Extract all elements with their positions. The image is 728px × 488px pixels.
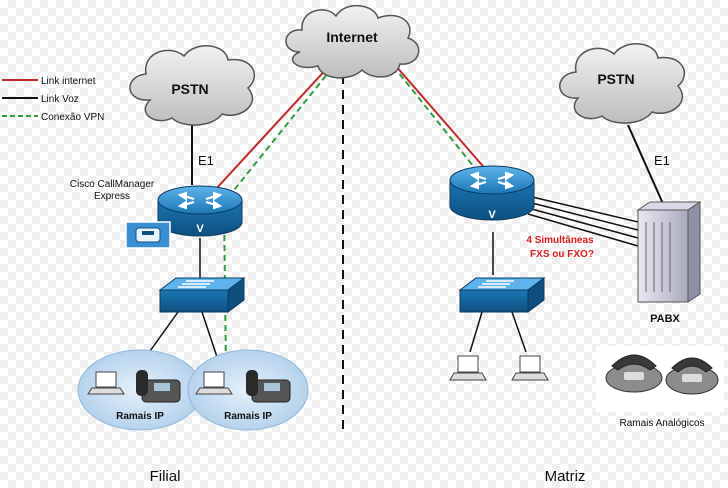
laptop-icon xyxy=(195,371,233,395)
fxs-fxo-note-line2: FXS ou FXO? xyxy=(530,249,594,260)
ramais-ip-site-2: Ramais IP xyxy=(187,349,309,431)
cme-label-line2: Express xyxy=(94,191,130,202)
e1-left-label: E1 xyxy=(198,153,214,168)
matriz-router-letter: V xyxy=(488,209,496,221)
laptop-icon xyxy=(519,355,541,373)
analog-phones: Ramais Analógicos xyxy=(596,346,724,429)
router-arrows-icon xyxy=(469,171,515,190)
pabx-cabinet: PABX xyxy=(636,201,702,325)
voice-link-right-e1 xyxy=(627,124,669,216)
legend: Link internet Link Voz Conexão VPN xyxy=(2,76,104,123)
matriz-switch xyxy=(458,277,546,313)
internet-link-filial xyxy=(214,64,331,191)
ramais-analogicos-label: Ramais Analógicos xyxy=(619,418,704,429)
matriz-laptop-1 xyxy=(449,355,487,381)
fxs-fxo-note-line1: 4 Simultâneas xyxy=(526,235,594,246)
pstn-right-label: PSTN xyxy=(597,71,634,87)
router-arrows-icon xyxy=(177,191,223,210)
pstn-cloud-right: PSTN xyxy=(559,43,686,124)
matriz-laptop-2 xyxy=(511,355,549,381)
switch-arrows-icon xyxy=(178,280,214,288)
matriz-router: V xyxy=(449,165,535,221)
ramais-ip-label-2: Ramais IP xyxy=(224,411,272,422)
legend-internet-label: Link internet xyxy=(41,76,96,87)
filial-router: V xyxy=(157,185,243,237)
filial-switch xyxy=(158,277,246,313)
laptop-icon xyxy=(457,355,479,373)
ip-phone-icon xyxy=(136,370,181,403)
e1-right-label: E1 xyxy=(654,153,670,168)
analog-phone-icon xyxy=(605,354,663,393)
analog-phone-icon xyxy=(665,357,719,395)
legend-vpn-label: Conexão VPN xyxy=(41,112,104,123)
pstn-cloud-left: PSTN xyxy=(129,45,256,126)
legend-voice-label: Link Voz xyxy=(41,94,79,105)
internet-link-matriz xyxy=(394,64,496,181)
fxs-fxo-lines xyxy=(527,195,639,247)
matriz-switch-laptop2-link xyxy=(511,311,527,353)
pabx-label: PABX xyxy=(650,313,680,325)
filial-router-letter: V xyxy=(196,223,204,235)
ramais-ip-site-1: Ramais IP xyxy=(77,349,203,431)
laptop-icon xyxy=(87,371,125,395)
cme-label-line1: Cisco CallManager xyxy=(70,179,155,190)
filial-site-label: Filial xyxy=(150,468,181,485)
pstn-left-label: PSTN xyxy=(171,81,208,97)
matriz-switch-laptop1-link xyxy=(469,311,483,353)
ip-phone-icon xyxy=(246,370,291,403)
cme-phone-module xyxy=(125,221,171,249)
matriz-site-label: Matriz xyxy=(545,468,586,485)
internet-cloud-label: Internet xyxy=(326,29,378,45)
switch-arrows-icon xyxy=(478,280,514,288)
internet-cloud: Internet xyxy=(285,5,420,79)
pabx-slots xyxy=(645,222,671,292)
ramais-ip-label-1: Ramais IP xyxy=(116,411,164,422)
